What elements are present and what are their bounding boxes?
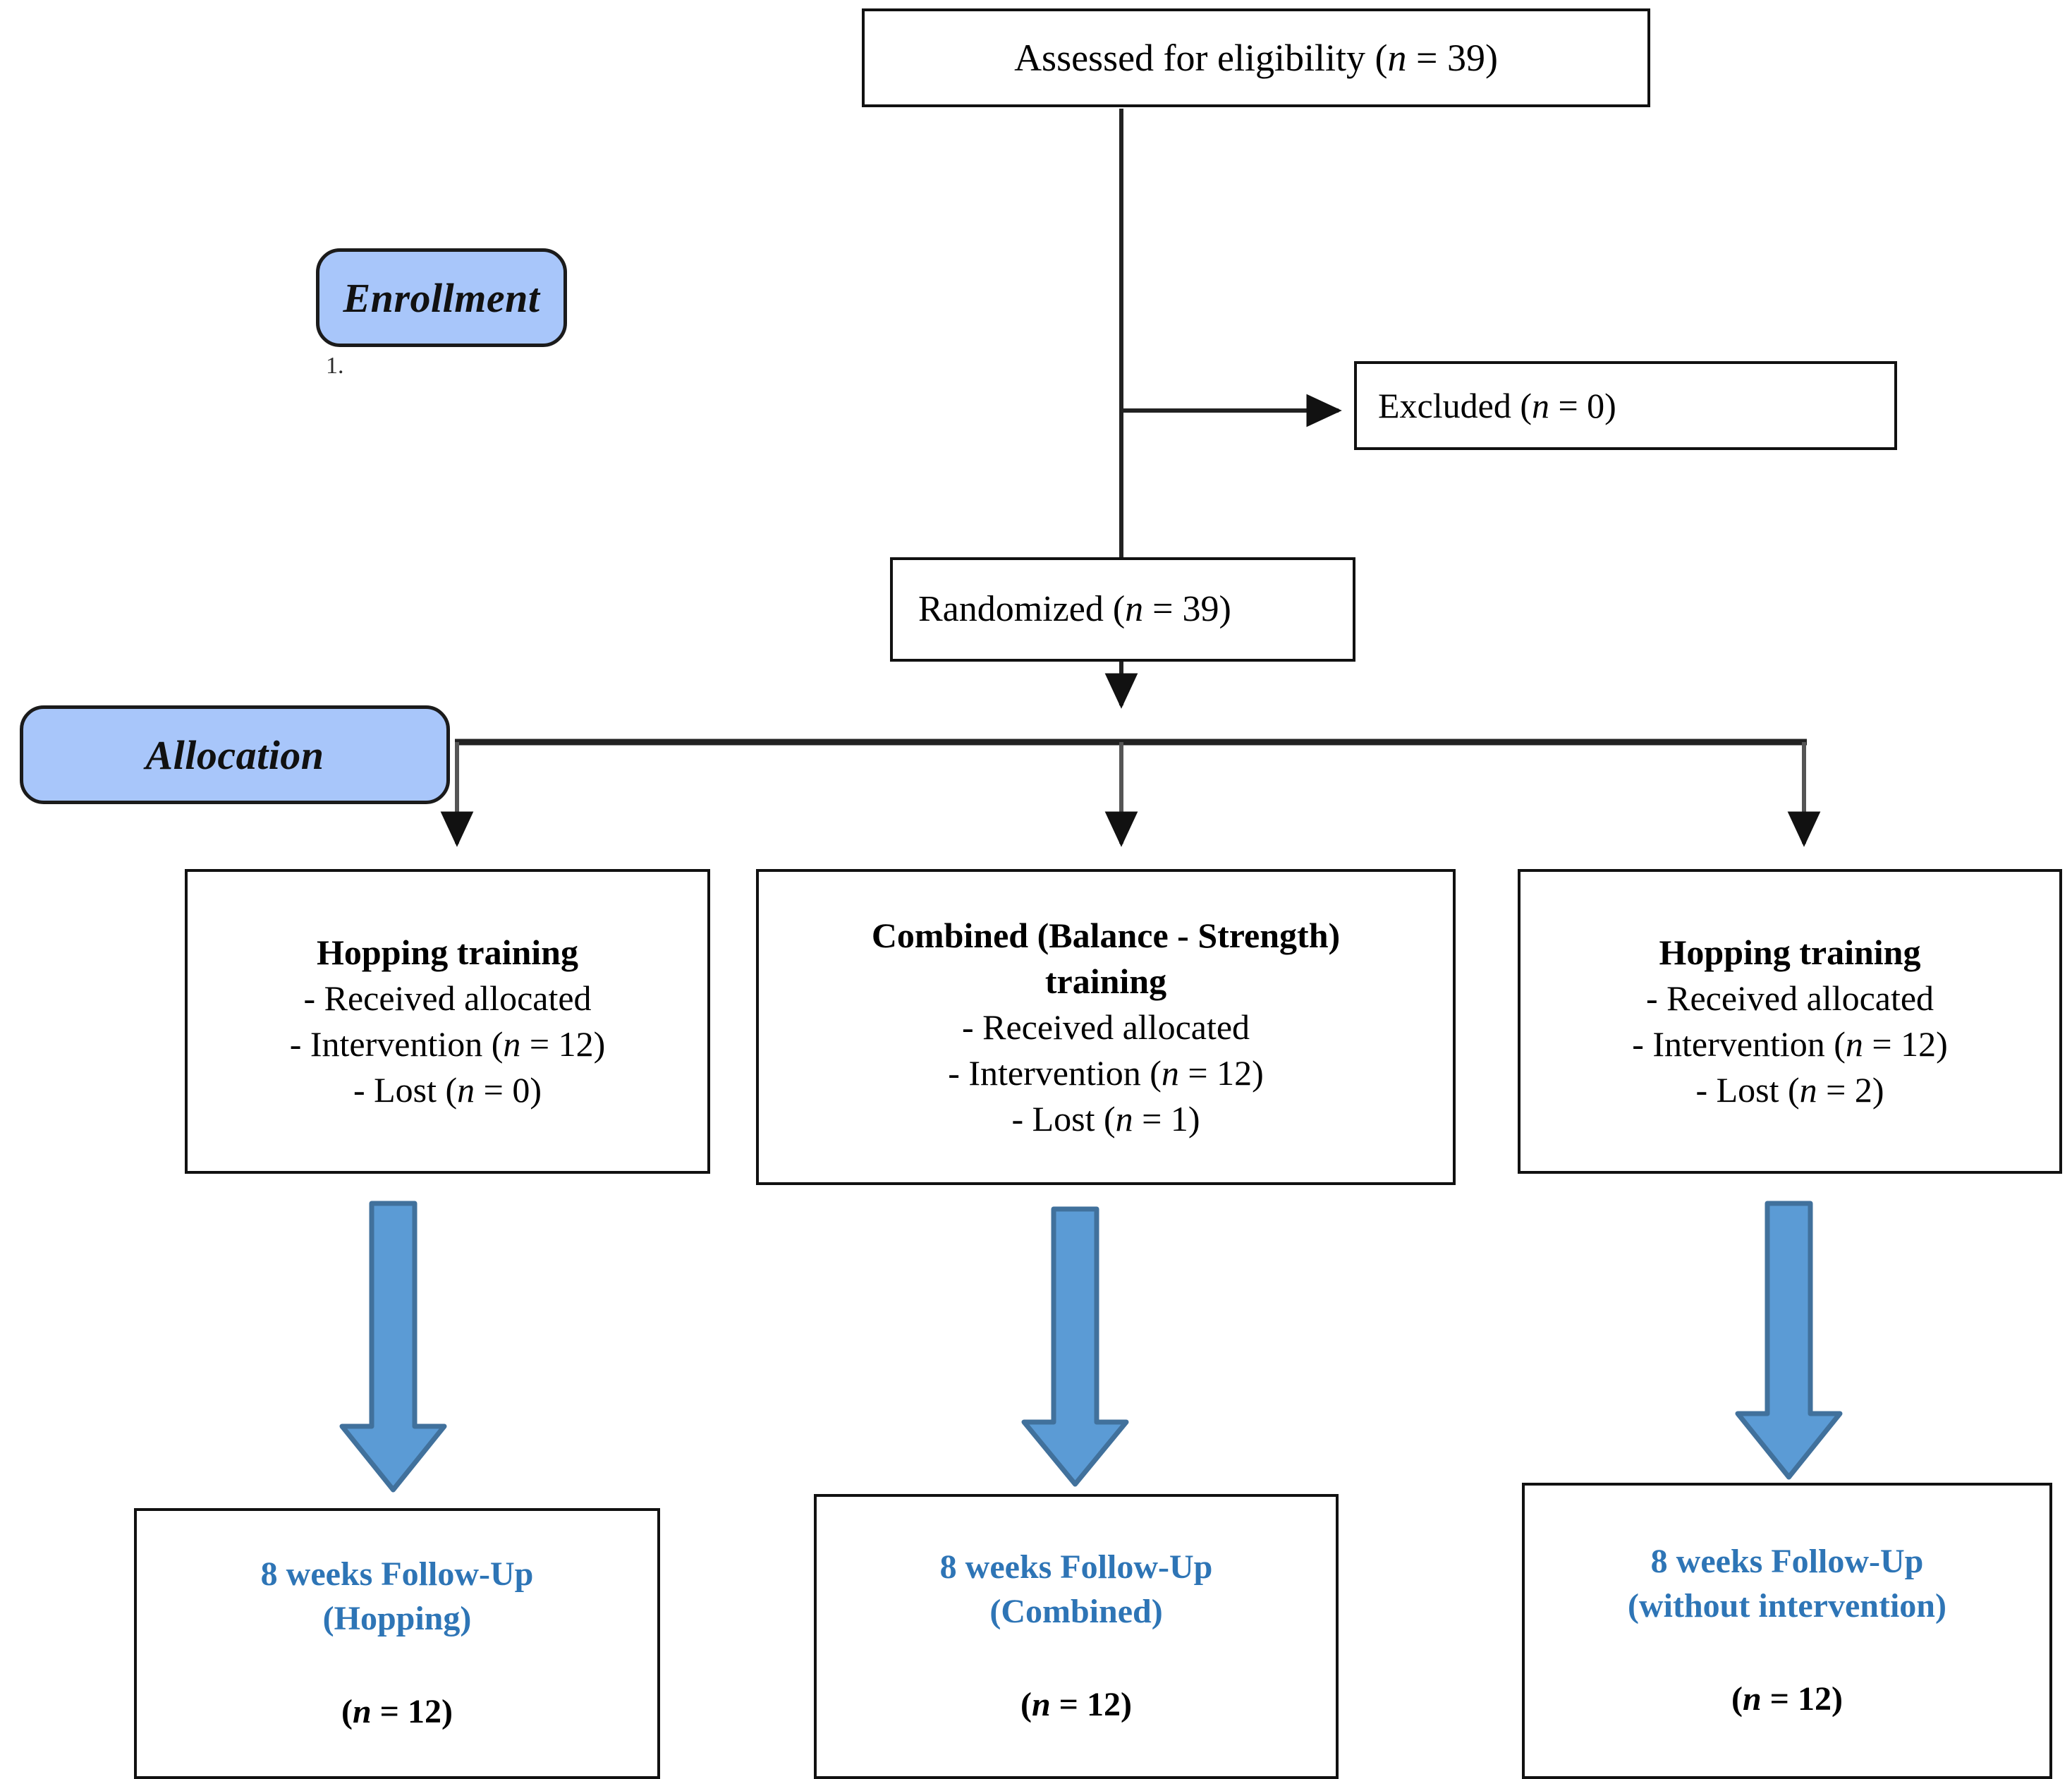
allocation-box-control: Hopping training - Received allocated - … <box>1518 869 2062 1174</box>
alloc-int-n-combined: n <box>1161 1052 1179 1093</box>
alloc-int-suffix-hopping: = 12) <box>520 1024 606 1064</box>
allocation-intervention-hopping: - Intervention (n = 12) <box>290 1021 606 1067</box>
stray-number-artifact: 1. <box>326 353 344 379</box>
followup-count-combined: (n = 12) <box>1020 1683 1132 1727</box>
followup-count-prefix-hopping: ( <box>341 1693 353 1731</box>
allocation-box-combined: Combined (Balance - Strength) training -… <box>756 869 1456 1185</box>
followup-count-suffix-combined: = 12) <box>1050 1686 1133 1724</box>
alloc-lost-n-hopping: n <box>457 1070 475 1110</box>
followup-box-control: 8 weeks Follow-Up (without intervention)… <box>1522 1483 2052 1779</box>
alloc-lost-prefix-control: - Lost ( <box>1695 1070 1800 1110</box>
allocation-received-control: - Received allocated <box>1645 978 1934 1018</box>
allocation-label-text: Allocation <box>145 731 324 778</box>
randomized-suffix: = 39) <box>1143 589 1231 630</box>
followup-count-n-hopping: n <box>352 1693 372 1731</box>
followup-count-prefix-combined: ( <box>1020 1686 1032 1724</box>
excluded-text: Excluded (n = 0) <box>1378 383 1616 429</box>
alloc-int-prefix-control: - Intervention ( <box>1632 1024 1846 1064</box>
followup-count-hopping: (n = 12) <box>341 1690 453 1734</box>
alloc-lost-suffix-control: = 2) <box>1817 1070 1884 1110</box>
followup-title-control: 8 weeks Follow-Up <box>1650 1543 1924 1581</box>
excluded-suffix: = 0) <box>1549 385 1616 425</box>
alloc-lost-n-control: n <box>1799 1070 1817 1110</box>
allocation-lost-hopping: - Lost (n = 0) <box>353 1067 542 1113</box>
followup-count-suffix-hopping: = 12) <box>371 1693 453 1731</box>
allocation-received-combined: - Received allocated <box>961 1007 1250 1047</box>
excluded-prefix: Excluded ( <box>1378 385 1532 425</box>
allocation-intervention-combined: - Intervention (n = 12) <box>948 1050 1264 1096</box>
allocation-title-combined: Combined (Balance - Strength) <box>871 915 1341 955</box>
alloc-int-suffix-control: = 12) <box>1863 1024 1948 1064</box>
randomized-n-symbol: n <box>1125 589 1144 630</box>
allocation-lost-control: - Lost (n = 2) <box>1695 1067 1884 1113</box>
followup-box-combined: 8 weeks Follow-Up (Combined) (n = 12) <box>814 1494 1339 1779</box>
alloc-lost-prefix-combined: - Lost ( <box>1011 1098 1116 1139</box>
randomized-text: Randomized (n = 39) <box>918 585 1231 633</box>
followup-count-control: (n = 12) <box>1731 1677 1843 1721</box>
assessed-n-symbol: n <box>1387 36 1407 79</box>
followup-subtitle-control: (without intervention) <box>1628 1586 1946 1625</box>
block-arrow-control <box>1735 1201 1843 1480</box>
assessed-for-eligibility-box: Assessed for eligibility (n = 39) <box>862 8 1650 107</box>
followup-count-suffix-control: = 12) <box>1761 1680 1844 1718</box>
assessed-prefix: Assessed for eligibility ( <box>1014 36 1388 79</box>
allocation-lost-combined: - Lost (n = 1) <box>1011 1096 1200 1142</box>
followup-count-prefix-control: ( <box>1731 1680 1743 1718</box>
excluded-box: Excluded (n = 0) <box>1354 361 1897 450</box>
allocation-title2-combined: training <box>1044 961 1167 1001</box>
followup-title-hopping: 8 weeks Follow-Up <box>260 1555 534 1593</box>
allocation-received-hopping: - Received allocated <box>303 978 592 1018</box>
followup-subtitle-hopping: (Hopping) <box>322 1599 472 1637</box>
stage-label-enrollment: Enrollment <box>316 248 567 347</box>
excluded-n-symbol: n <box>1531 385 1549 425</box>
randomized-prefix: Randomized ( <box>918 589 1126 630</box>
alloc-lost-suffix-combined: = 1) <box>1133 1098 1200 1139</box>
alloc-int-suffix-combined: = 12) <box>1178 1052 1264 1093</box>
block-arrow-combined <box>1021 1206 1129 1487</box>
enrollment-label-text: Enrollment <box>343 274 540 321</box>
alloc-int-prefix-hopping: - Intervention ( <box>289 1024 504 1064</box>
followup-subtitle-combined: (Combined) <box>989 1592 1163 1630</box>
stage-label-allocation: Allocation <box>20 705 450 804</box>
assessed-suffix: = 39) <box>1406 36 1498 79</box>
followup-count-n-combined: n <box>1031 1686 1051 1724</box>
followup-count-n-control: n <box>1742 1680 1762 1718</box>
alloc-int-n-hopping: n <box>503 1024 521 1064</box>
randomized-box: Randomized (n = 39) <box>890 557 1355 662</box>
followup-title-combined: 8 weeks Follow-Up <box>939 1548 1213 1586</box>
block-arrow-hopping <box>339 1201 447 1493</box>
alloc-int-n-control: n <box>1845 1024 1863 1064</box>
followup-box-hopping: 8 weeks Follow-Up (Hopping) (n = 12) <box>134 1508 660 1779</box>
allocation-title-control: Hopping training <box>1659 933 1921 972</box>
allocation-intervention-control: - Intervention (n = 12) <box>1632 1021 1948 1067</box>
allocation-box-hopping: Hopping training - Received allocated - … <box>185 869 710 1174</box>
alloc-lost-suffix-hopping: = 0) <box>475 1070 542 1110</box>
allocation-title-hopping: Hopping training <box>317 933 578 972</box>
alloc-lost-n-combined: n <box>1115 1098 1133 1139</box>
alloc-lost-prefix-hopping: - Lost ( <box>353 1070 458 1110</box>
alloc-int-prefix-combined: - Intervention ( <box>948 1052 1162 1093</box>
assessed-text: Assessed for eligibility (n = 39) <box>1014 33 1498 83</box>
